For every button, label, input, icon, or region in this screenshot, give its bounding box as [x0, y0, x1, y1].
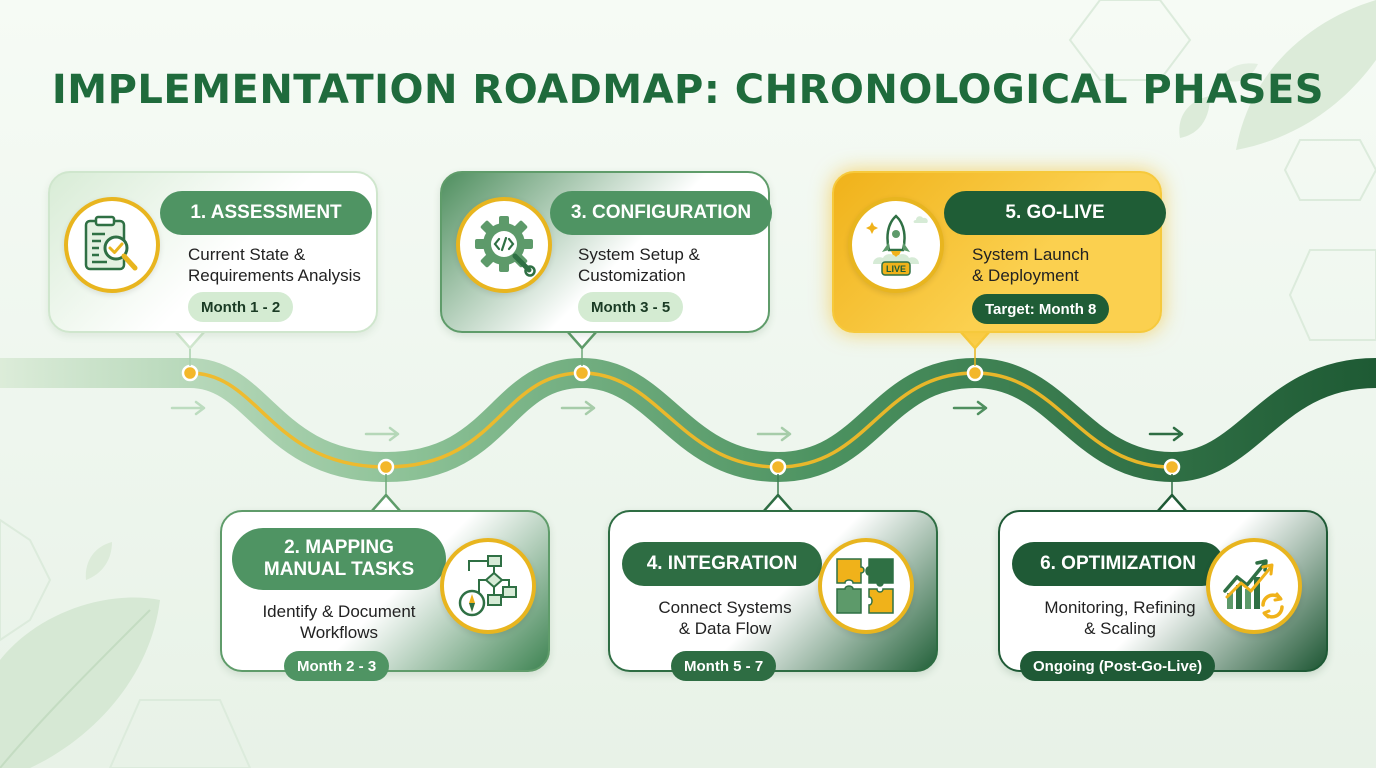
phase-title: 5. GO-LIVE — [944, 191, 1166, 235]
phase-description: Connect Systems & Data Flow — [658, 598, 792, 638]
phase-title: 6. OPTIMIZATION — [1012, 542, 1224, 586]
milestone-dot — [181, 364, 199, 382]
phase-card-assessment: 1. ASSESSMENT Current State & Requiremen… — [48, 171, 378, 333]
phase-icon-circle — [456, 197, 552, 293]
phase-title: 3. CONFIGURATION — [550, 191, 772, 235]
phase-card-configuration: 3. CONFIGURATION System Setup & Customiz… — [440, 171, 772, 333]
card-pointer — [567, 331, 597, 349]
phase-timeframe-badge: Month 2 - 3 — [284, 651, 390, 681]
phase-description: System Setup & Customization — [578, 245, 700, 285]
arrow-icon — [952, 400, 988, 416]
phase-icon-circle: LIVE — [848, 197, 944, 293]
live-label: LIVE — [886, 264, 906, 274]
puzzle-pieces-icon — [836, 558, 894, 614]
phase-title: 4. INTEGRATION — [622, 542, 822, 586]
phase-timeframe-badge: Target: Month 8 — [972, 294, 1110, 324]
arrow-icon — [560, 400, 596, 416]
arrow-icon — [364, 426, 400, 442]
milestone-dot — [769, 458, 787, 476]
rocket-live-icon: LIVE — [866, 214, 928, 276]
phase-description: System Launch & Deployment — [972, 245, 1090, 285]
phase-description: Monitoring, Refining & Scaling — [1044, 598, 1196, 638]
phase-title: 2. MAPPING MANUAL TASKS — [232, 528, 446, 590]
milestone-dot — [966, 364, 984, 382]
gear-wrench-icon — [475, 216, 536, 277]
phase-description: Identify & Document Workflows — [262, 602, 416, 642]
flowchart-compass-icon — [458, 555, 517, 617]
page-title: IMPLEMENTATION ROADMAP: CHRONOLOGICAL PH… — [51, 66, 1325, 113]
arrow-icon — [170, 400, 206, 416]
milestone-dot — [573, 364, 591, 382]
clipboard-magnifier-icon — [84, 215, 138, 271]
phase-card-integration: 4. INTEGRATION Connect Systems & Data Fl… — [608, 510, 938, 681]
phase-icon-circle — [1206, 538, 1302, 634]
milestone-dot — [1163, 458, 1181, 476]
phase-icon-circle — [64, 197, 160, 293]
arrow-icon — [1148, 426, 1184, 442]
growth-chart-refresh-icon — [1223, 559, 1284, 619]
arrow-icon — [756, 426, 792, 442]
phase-timeframe-badge: Ongoing (Post-Go-Live) — [1020, 651, 1216, 681]
phase-card-mapping-manual-tasks: 2. MAPPING MANUAL TASKS Identify & Docum… — [220, 510, 550, 681]
phase-timeframe-badge: Month 1 - 2 — [188, 292, 294, 322]
card-pointer — [960, 331, 990, 349]
phase-card-go-live: 5. GO-LIVE System Launch & Deployment Ta… — [832, 171, 1166, 333]
leaf-decoration — [1236, 0, 1376, 150]
phase-icon-circle — [818, 538, 914, 634]
phase-timeframe-badge: Month 3 - 5 — [578, 292, 684, 322]
phase-title: 1. ASSESSMENT — [160, 191, 372, 235]
phase-icon-circle — [440, 538, 536, 634]
phase-card-optimization: 6. OPTIMIZATION Monitoring, Refining & S… — [998, 510, 1328, 681]
milestone-dot — [377, 458, 395, 476]
card-pointer — [175, 331, 205, 349]
phase-timeframe-badge: Month 5 - 7 — [671, 651, 777, 681]
phase-description: Current State & Requirements Analysis — [188, 245, 361, 285]
